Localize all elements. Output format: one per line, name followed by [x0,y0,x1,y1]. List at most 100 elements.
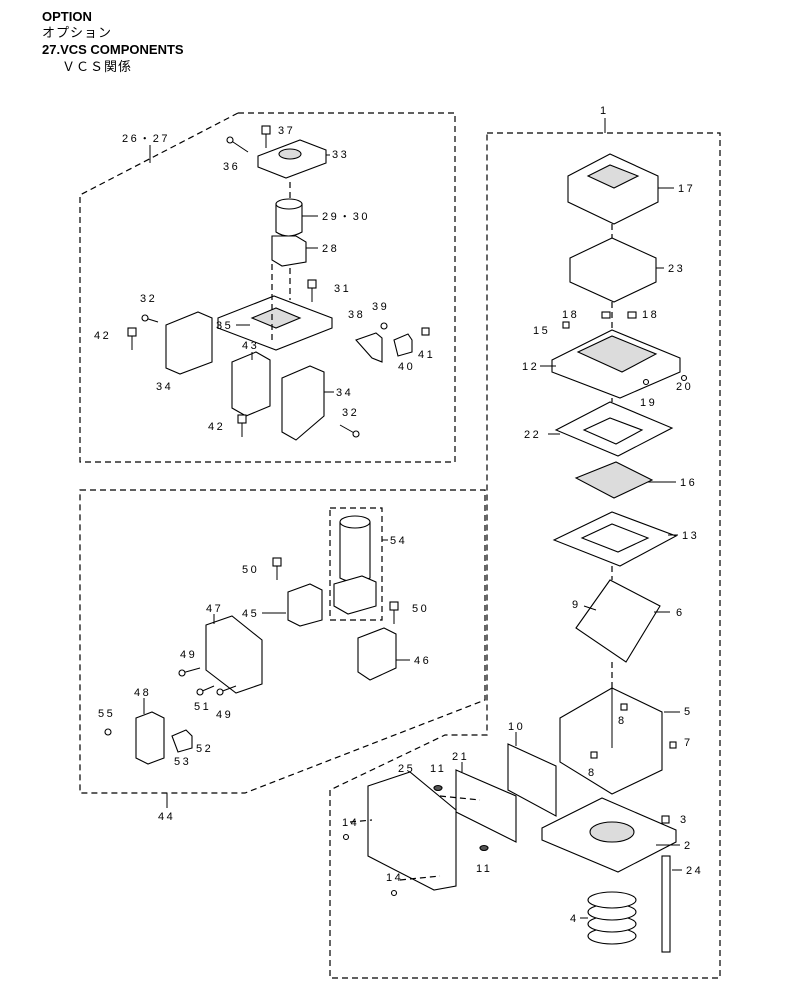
label-7: 7 [684,737,693,749]
part-35-base-plate [217,295,333,351]
label-42b: 42 [208,421,225,433]
label-20: 20 [676,381,693,393]
part-34-bracket-lower [281,365,325,441]
label-19: 19 [640,397,657,409]
label-32b: 32 [342,407,359,419]
label-25: 25 [398,763,415,775]
label-16: 16 [680,477,697,489]
part-45-bracket [287,583,323,627]
part-labels: 1 2 3 4 5 6 7 8 8 9 10 11 11 12 13 14 14… [94,105,703,925]
screws-lower-left [104,557,399,736]
label-26-27: 26・27 [122,133,170,145]
part-2-base-plate [541,797,677,873]
part-28-coupling [271,235,307,267]
label-14a: 14 [342,817,359,829]
label-31: 31 [334,283,351,295]
section-title: OPTION [42,9,92,24]
part-48-plate [135,711,165,765]
label-47: 47 [206,603,223,615]
part-23-frame [569,237,657,303]
part-24-shaft [661,855,671,953]
label-37: 37 [278,125,295,137]
label-10: 10 [508,721,525,733]
screws-right [342,311,688,897]
page-title-jp: ＶＣＳ関係 [62,59,133,74]
label-12: 12 [522,361,539,373]
section-title-jp: オプション [42,25,113,40]
label-49a: 49 [180,649,197,661]
part-40-clip [393,333,413,357]
part-53-clip [171,729,193,753]
label-15: 15 [533,325,550,337]
label-46: 46 [414,655,431,667]
part-13-frame [552,511,678,567]
label-23: 23 [668,263,685,275]
label-50b: 50 [412,603,429,615]
part-4-coil [587,891,637,945]
label-4: 4 [570,913,579,925]
part-21-board [455,769,517,843]
part-34-bracket-upper [165,311,213,375]
label-49b: 49 [216,709,233,721]
label-44: 44 [158,811,175,823]
label-22: 22 [524,429,541,441]
part-25-cover [367,771,457,891]
part-6-9-plate [575,579,661,663]
group-26-27-box [79,112,456,463]
label-43: 43 [242,340,259,352]
label-3: 3 [680,814,689,826]
label-36: 36 [223,161,240,173]
group-44-box [79,489,486,794]
label-24: 24 [686,865,703,877]
part-29-30-motor [275,198,303,237]
label-14b: 14 [386,872,403,884]
group-1-box [329,132,721,979]
label-34a: 34 [156,381,173,393]
label-18b: 18 [642,309,659,321]
label-8b: 8 [588,767,597,779]
label-54: 54 [390,535,407,547]
label-41: 41 [418,349,435,361]
label-48: 48 [134,687,151,699]
label-21: 21 [452,751,469,763]
part-16-glass [574,461,654,499]
label-34b: 34 [336,387,353,399]
label-42a: 42 [94,330,111,342]
label-13: 13 [682,530,699,542]
label-18a: 18 [562,309,579,321]
label-50a: 50 [242,564,259,576]
label-5: 5 [684,706,693,718]
label-35: 35 [216,320,233,332]
part-12-housing [551,329,681,399]
part-22-gasket [554,401,674,457]
part-17-cover [567,153,659,225]
part-38-bracket [355,332,383,363]
label-53: 53 [174,756,191,768]
label-40: 40 [398,361,415,373]
label-2: 2 [684,840,693,852]
part-54-cylinder [329,507,383,621]
label-51: 51 [194,701,211,713]
part-46-bracket [357,627,397,681]
label-55: 55 [98,708,115,720]
label-11b: 11 [476,863,492,875]
screws-upper-left [127,125,430,438]
label-52: 52 [196,743,213,755]
label-38: 38 [348,309,365,321]
label-1: 1 [600,105,609,117]
label-29-30: 29・30 [322,211,370,223]
page-title: 27.VCS COMPONENTS [42,42,184,57]
part-10-board [507,743,557,817]
label-11a: 11 [430,763,446,775]
part-33-top-plate [257,139,327,179]
label-17: 17 [678,183,695,195]
label-9: 9 [572,599,581,611]
label-8a: 8 [618,715,627,727]
part-5-chassis [559,687,663,795]
label-45: 45 [242,608,259,620]
label-6: 6 [676,607,685,619]
label-32a: 32 [140,293,157,305]
label-28: 28 [322,243,339,255]
part-43-block [231,351,271,417]
